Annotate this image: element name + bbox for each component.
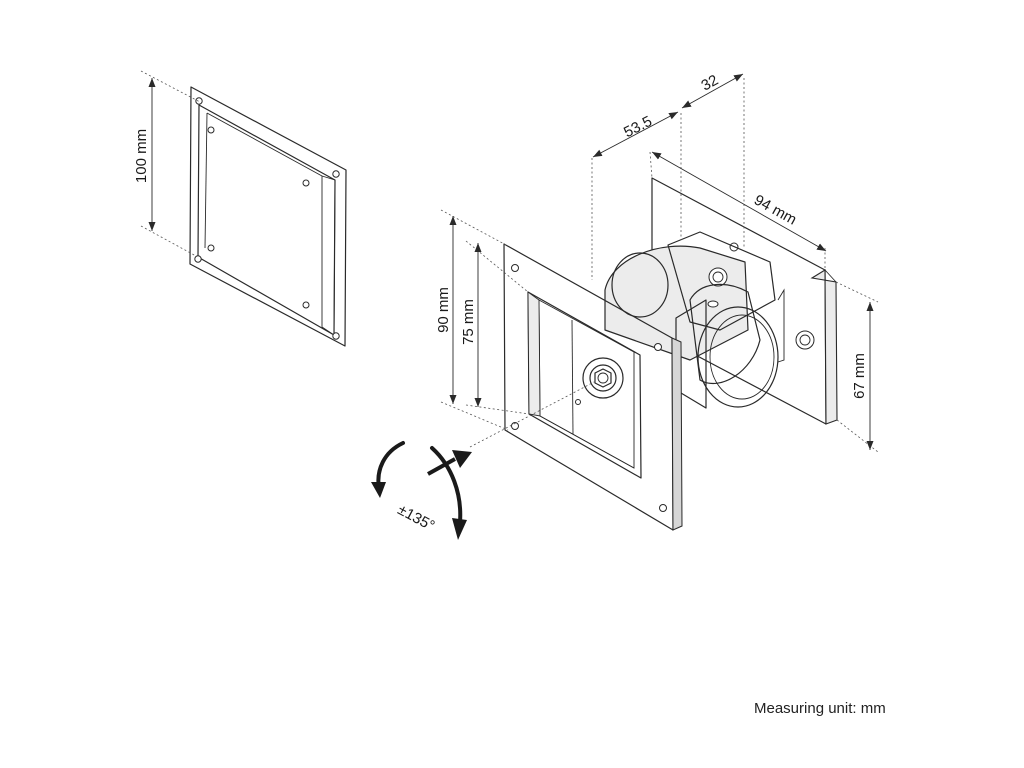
rear-plate-height-label: 67 mm <box>851 353 868 399</box>
dimension-plate-height: 100 mm <box>133 70 201 257</box>
rotation-angle-label: ±135° <box>395 501 438 534</box>
dimension-depths: 53.5 32 <box>591 72 745 280</box>
depth-front-label: 53.5 <box>621 113 655 141</box>
depth-rear-label: 32 <box>698 72 721 95</box>
rear-plate-width-label: 94 mm <box>751 192 799 229</box>
dimension-rear-plate-height: 67 mm <box>835 281 879 453</box>
vesa-adapter-plate <box>189 86 347 347</box>
mount-height-outer-label: 90 mm <box>435 287 452 333</box>
dimension-mount-heights: 90 mm 75 mm <box>435 209 530 431</box>
rotation-arrows: ±135° <box>371 441 472 540</box>
plate-height-label: 100 mm <box>133 129 150 183</box>
front-monitor-plate <box>503 243 683 531</box>
measuring-unit-note: Measuring unit: mm <box>754 700 886 717</box>
rotation-axis <box>469 380 597 448</box>
mount-height-inner-label: 75 mm <box>460 299 477 345</box>
swivel-joint <box>604 231 785 409</box>
